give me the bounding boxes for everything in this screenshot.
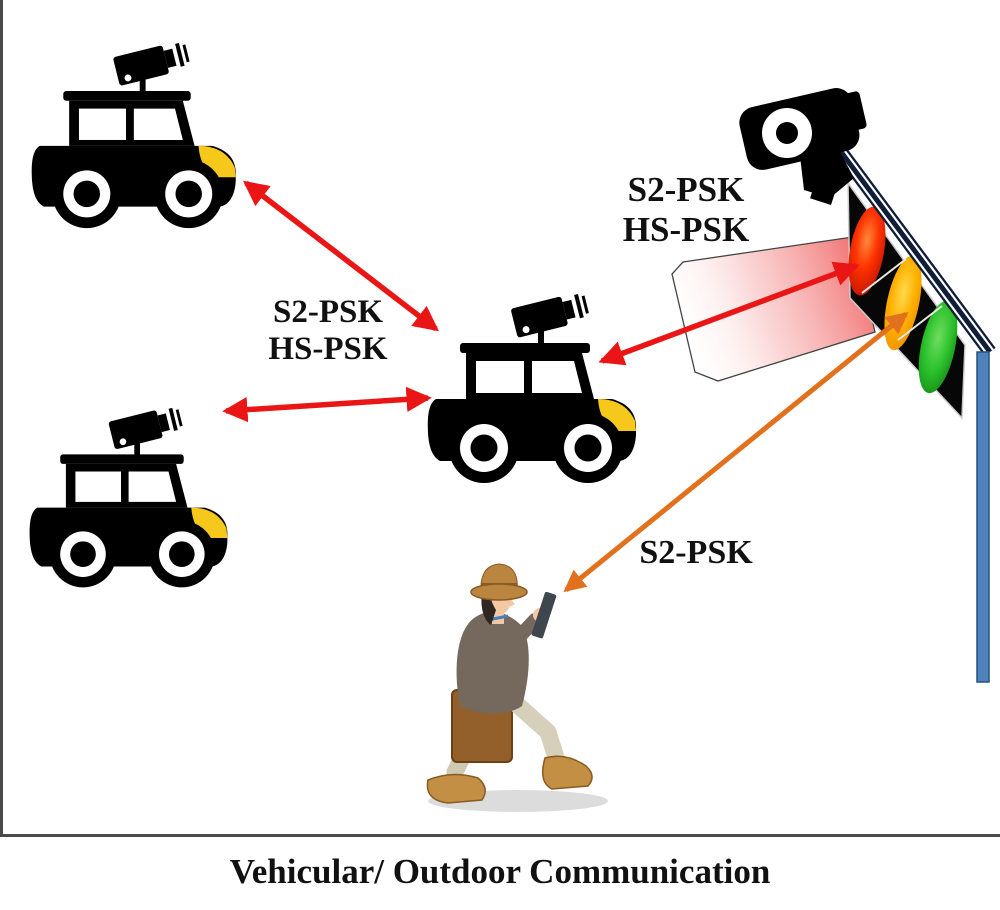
hat-brim bbox=[470, 583, 528, 601]
arrow-v2v-top bbox=[242, 180, 440, 332]
jacket bbox=[456, 611, 529, 714]
shoe bbox=[541, 755, 593, 790]
label-i2p-modulation: S2-PSK bbox=[616, 534, 776, 572]
surveillance-camera-icon bbox=[739, 88, 867, 206]
lamp-green bbox=[918, 300, 958, 394]
car-top-left bbox=[31, 39, 236, 229]
car-bottom-left bbox=[29, 404, 228, 588]
traffic-light-mast bbox=[818, 124, 996, 683]
shoe bbox=[426, 773, 486, 804]
label-line: S2-PSK bbox=[639, 534, 753, 571]
label-line: S2-PSK bbox=[272, 294, 384, 330]
arrow-i2p bbox=[563, 311, 909, 593]
car-center bbox=[427, 290, 636, 483]
arrow-v2v-bottom bbox=[222, 386, 432, 423]
pedestrian-with-phone-icon bbox=[426, 563, 608, 812]
label-line: HS-PSK bbox=[268, 331, 388, 367]
label-line: S2-PSK bbox=[627, 170, 745, 209]
smartphone bbox=[531, 591, 557, 639]
label-i2v-modulation: S2-PSK HS-PSK bbox=[606, 170, 766, 250]
light-beam-cone bbox=[671, 236, 876, 382]
traffic-light-pole bbox=[976, 351, 990, 683]
figure-caption: Vehicular/ Outdoor Communication bbox=[229, 852, 771, 891]
label-v2v-modulation: S2-PSK HS-PSK bbox=[250, 294, 406, 368]
label-line: HS-PSK bbox=[622, 210, 750, 249]
lamp-separator bbox=[861, 258, 907, 294]
